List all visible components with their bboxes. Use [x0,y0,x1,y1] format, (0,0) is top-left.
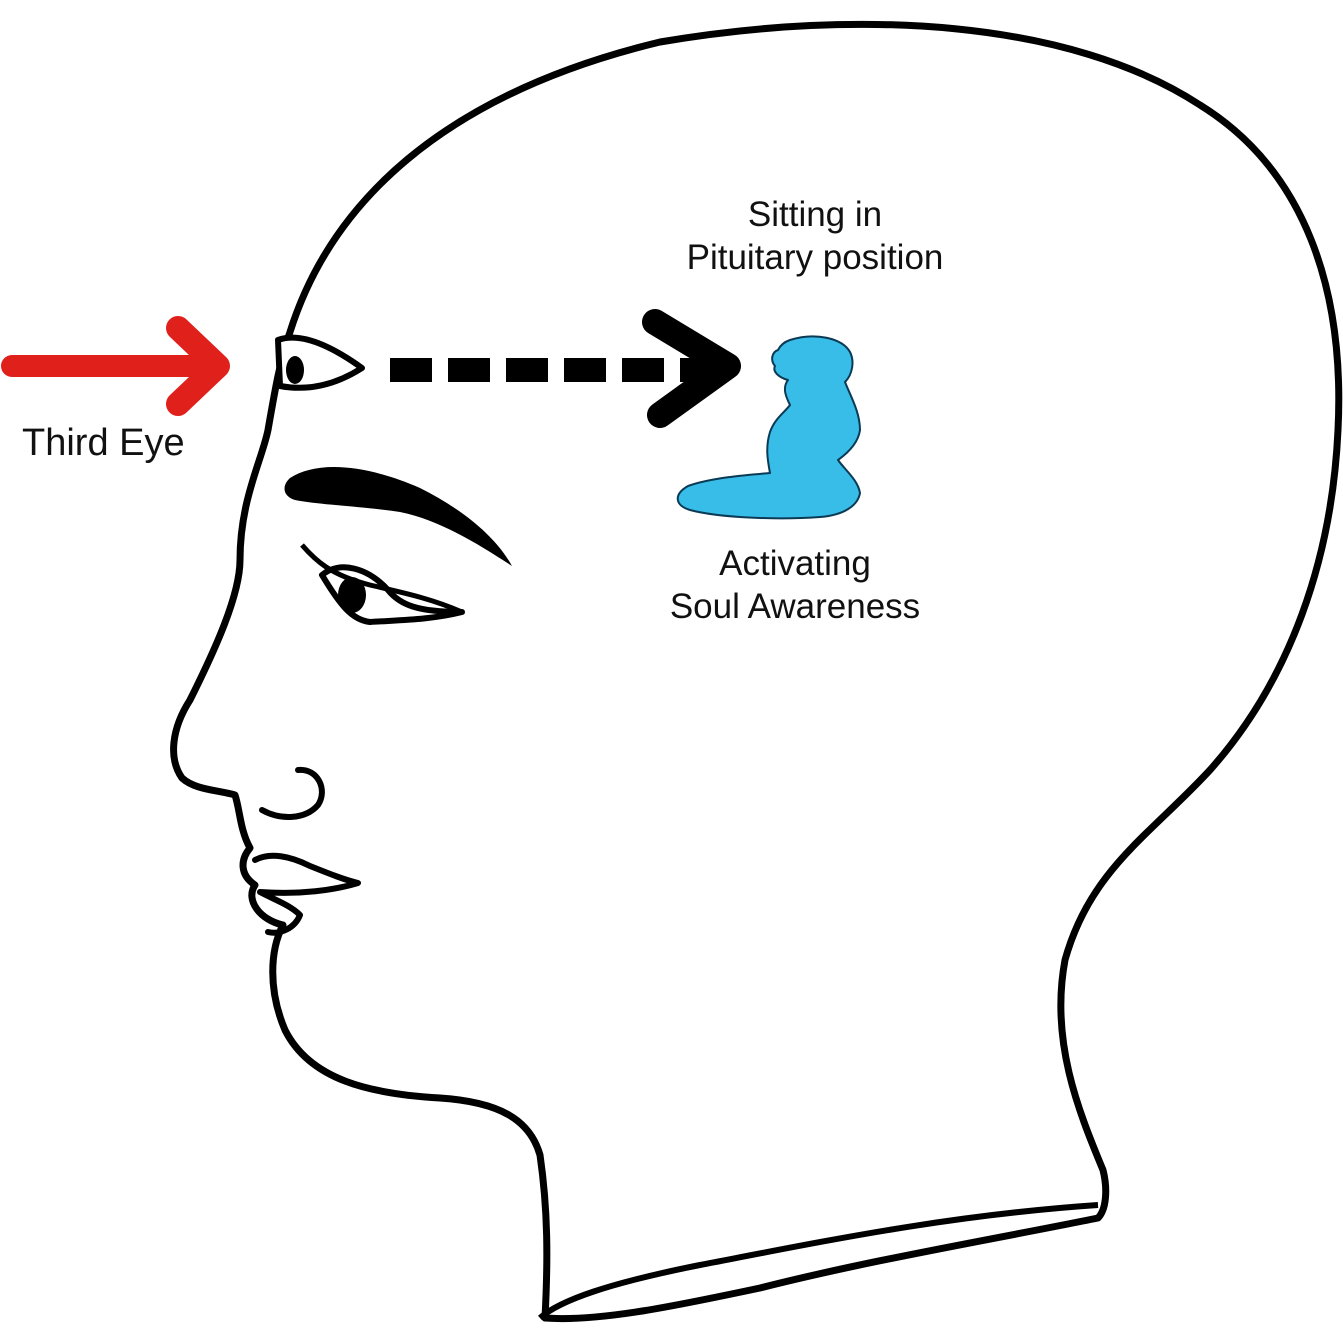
third-eye-pupil [286,356,304,384]
eye-pupil [338,577,366,613]
pituitary-label-line-1: Sitting in [670,194,960,237]
soul-label-line-2: Soul Awareness [650,586,940,629]
pituitary-label-line-2: Pituitary position [670,237,960,280]
soul-awareness-label: Activating Soul Awareness [650,543,940,628]
red-arrow-icon [12,328,218,404]
soul-label-line-1: Activating [650,543,940,586]
pituitary-position-label: Sitting in Pituitary position [670,194,960,279]
third-eye-label: Third Eye [22,420,185,466]
